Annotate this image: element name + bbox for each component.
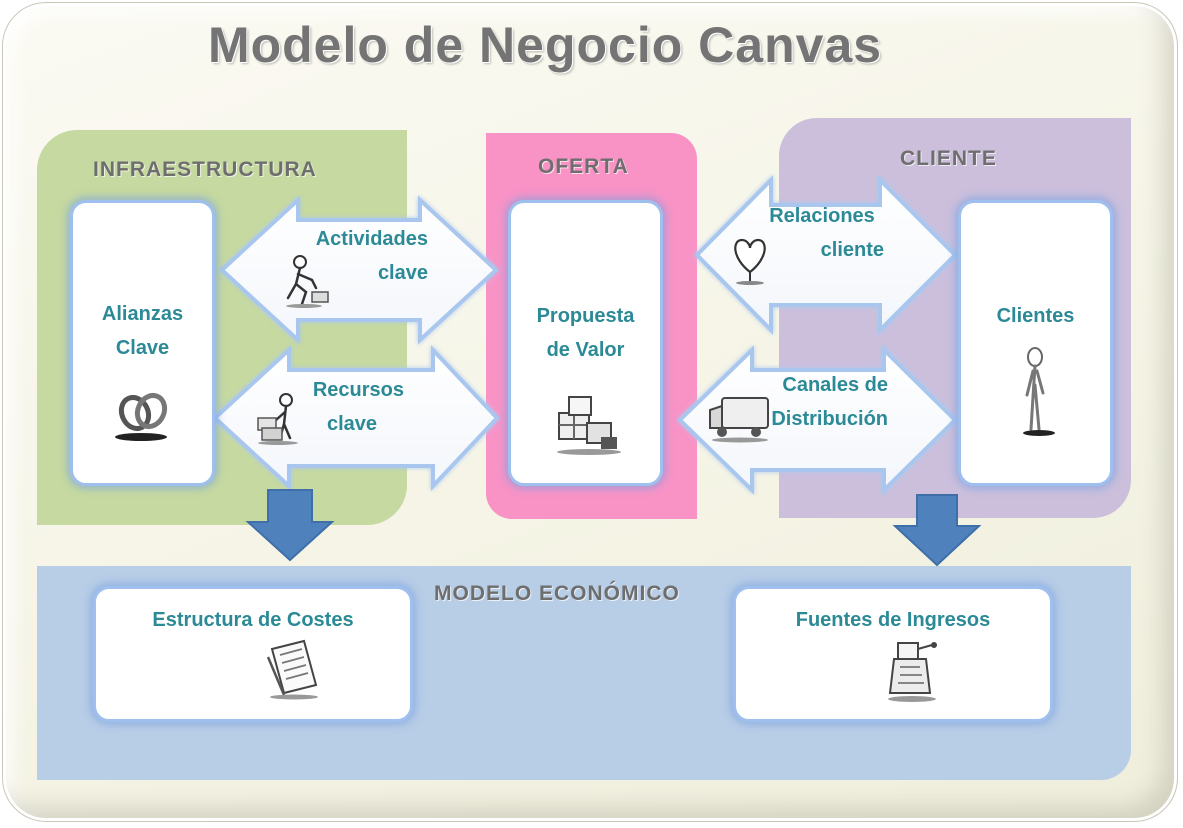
relaciones-arrow xyxy=(694,175,958,335)
recursos-label-line2: clave xyxy=(326,413,378,435)
actividades-label: Actividades clave xyxy=(300,222,428,290)
clientes-card: Clientes xyxy=(958,200,1113,486)
clientes-label: Clientes xyxy=(996,305,1075,327)
propuesta-label-line1: Propuesta xyxy=(536,305,635,327)
costes-flow-arrow xyxy=(245,489,335,562)
linked-rings-icon xyxy=(115,392,168,441)
infraestructura-title: INFRAESTRUCTURA xyxy=(93,158,317,181)
canales-label-line1: Canales de xyxy=(782,374,888,396)
estructura-de-costes-card: Estructura de Costes xyxy=(93,586,413,722)
recursos-arrow xyxy=(212,344,500,492)
relaciones-label-line1: Relaciones xyxy=(769,205,875,227)
ingresos-label: Fuentes de Ingresos xyxy=(795,609,991,631)
ingresos-flow-arrow xyxy=(892,494,982,567)
costes-label: Estructura de Costes xyxy=(152,609,354,631)
heart-icon xyxy=(734,238,766,285)
recursos-label-line1: Recursos xyxy=(312,379,404,401)
person-with-crates-icon xyxy=(257,393,298,445)
propuesta-de-valor-card: Propuesta de Valor xyxy=(508,200,663,486)
cliente-title: CLIENTE xyxy=(900,147,997,170)
oferta-title: OFERTA xyxy=(538,155,629,178)
relaciones-label: Relaciones cliente xyxy=(760,199,884,267)
gift-boxes-icon xyxy=(557,396,621,455)
standing-person-icon xyxy=(1023,347,1055,436)
page-title: Modelo de Negocio Canvas xyxy=(207,17,883,73)
propuesta-label-line2: de Valor xyxy=(546,339,625,361)
canales-arrow xyxy=(677,345,958,495)
modelo-economico-title: MODELO ECONÓMICO xyxy=(434,582,680,605)
actividades-label-line1: Actividades xyxy=(315,228,428,250)
alianzas-clave-card: Alianzas Clave xyxy=(70,200,215,486)
relaciones-label-line2: cliente xyxy=(820,239,884,261)
actividades-label-line2: clave xyxy=(377,262,428,284)
invoice-paper-icon xyxy=(266,639,318,700)
canales-label: Canales de Distribución xyxy=(756,368,888,436)
canales-label-line2: Distribución xyxy=(771,408,888,430)
kneeling-worker-icon xyxy=(286,255,329,308)
cash-register-icon xyxy=(888,642,937,702)
recursos-label: Recursos clave xyxy=(300,373,404,441)
delivery-truck-icon xyxy=(709,397,769,443)
fuentes-de-ingresos-card: Fuentes de Ingresos xyxy=(733,586,1053,722)
alianzas-clave-label-line1: Alianzas xyxy=(101,303,184,325)
alianzas-clave-label-line2: Clave xyxy=(115,337,170,359)
